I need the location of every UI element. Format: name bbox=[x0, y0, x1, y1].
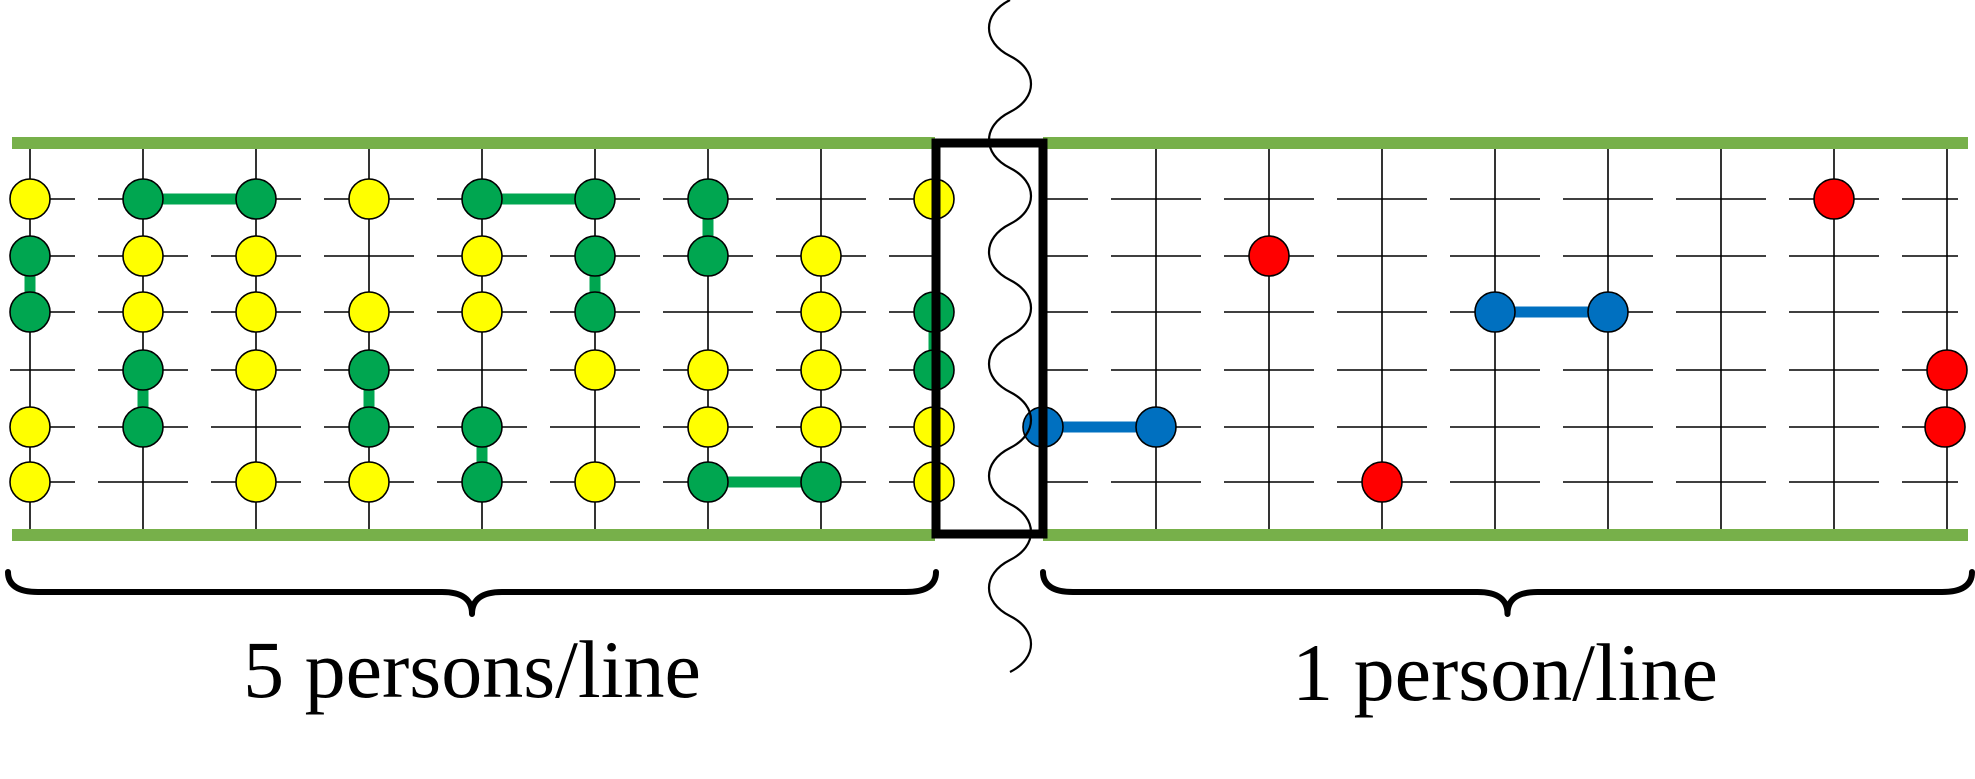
yellow-person bbox=[461, 291, 503, 333]
yellow-person bbox=[122, 235, 164, 277]
right-persons bbox=[1022, 178, 1968, 503]
blue-person bbox=[1474, 291, 1516, 333]
right-panel-label: 1 person/line bbox=[1292, 627, 1718, 718]
yellow-person bbox=[800, 406, 842, 448]
blue-person bbox=[1135, 406, 1177, 448]
yellow-person bbox=[235, 235, 277, 277]
yellow-person bbox=[9, 406, 51, 448]
green-person bbox=[574, 235, 616, 277]
right-brace bbox=[1040, 569, 1975, 617]
green-person bbox=[687, 461, 729, 503]
yellow-person bbox=[800, 291, 842, 333]
left-persons bbox=[9, 178, 955, 503]
yellow-person bbox=[122, 291, 164, 333]
wave-line bbox=[987, 0, 1033, 673]
yellow-person bbox=[574, 461, 616, 503]
left-brace bbox=[5, 569, 939, 617]
green-person bbox=[574, 291, 616, 333]
yellow-person bbox=[461, 235, 503, 277]
green-person bbox=[574, 178, 616, 220]
green-person bbox=[461, 178, 503, 220]
green-person bbox=[9, 235, 51, 277]
red-person bbox=[1926, 349, 1968, 391]
rails bbox=[12, 137, 1968, 541]
yellow-person bbox=[800, 235, 842, 277]
green-person bbox=[9, 291, 51, 333]
red-person bbox=[1248, 235, 1290, 277]
yellow-person bbox=[574, 349, 616, 391]
green-person bbox=[687, 235, 729, 277]
yellow-person bbox=[348, 461, 390, 503]
braces bbox=[5, 569, 1975, 617]
yellow-person bbox=[348, 291, 390, 333]
yellow-person bbox=[9, 461, 51, 503]
green-person bbox=[348, 349, 390, 391]
yellow-person bbox=[687, 349, 729, 391]
red-person bbox=[1924, 406, 1966, 448]
green-person bbox=[461, 461, 503, 503]
left-panel bbox=[9, 143, 955, 534]
left-panel-label: 5 persons/line bbox=[243, 624, 701, 715]
green-person bbox=[122, 349, 164, 391]
green-person bbox=[348, 406, 390, 448]
right-bottom-rail bbox=[1043, 529, 1968, 541]
yellow-person bbox=[9, 178, 51, 220]
green-person bbox=[687, 178, 729, 220]
left-bottom-rail bbox=[12, 529, 935, 541]
green-person bbox=[122, 406, 164, 448]
green-person bbox=[461, 406, 503, 448]
green-person bbox=[800, 461, 842, 503]
yellow-person bbox=[235, 461, 277, 503]
yellow-person bbox=[800, 349, 842, 391]
yellow-person bbox=[687, 406, 729, 448]
right-top-rail bbox=[1043, 137, 1968, 149]
red-person bbox=[1361, 461, 1403, 503]
right-panel bbox=[1022, 143, 1968, 534]
left-top-rail bbox=[12, 137, 935, 149]
red-person bbox=[1813, 178, 1855, 220]
green-person bbox=[122, 178, 164, 220]
green-person bbox=[235, 178, 277, 220]
yellow-person bbox=[235, 349, 277, 391]
yellow-person bbox=[348, 178, 390, 220]
yellow-person bbox=[235, 291, 277, 333]
break-wave bbox=[987, 0, 1033, 673]
blue-person bbox=[1587, 291, 1629, 333]
